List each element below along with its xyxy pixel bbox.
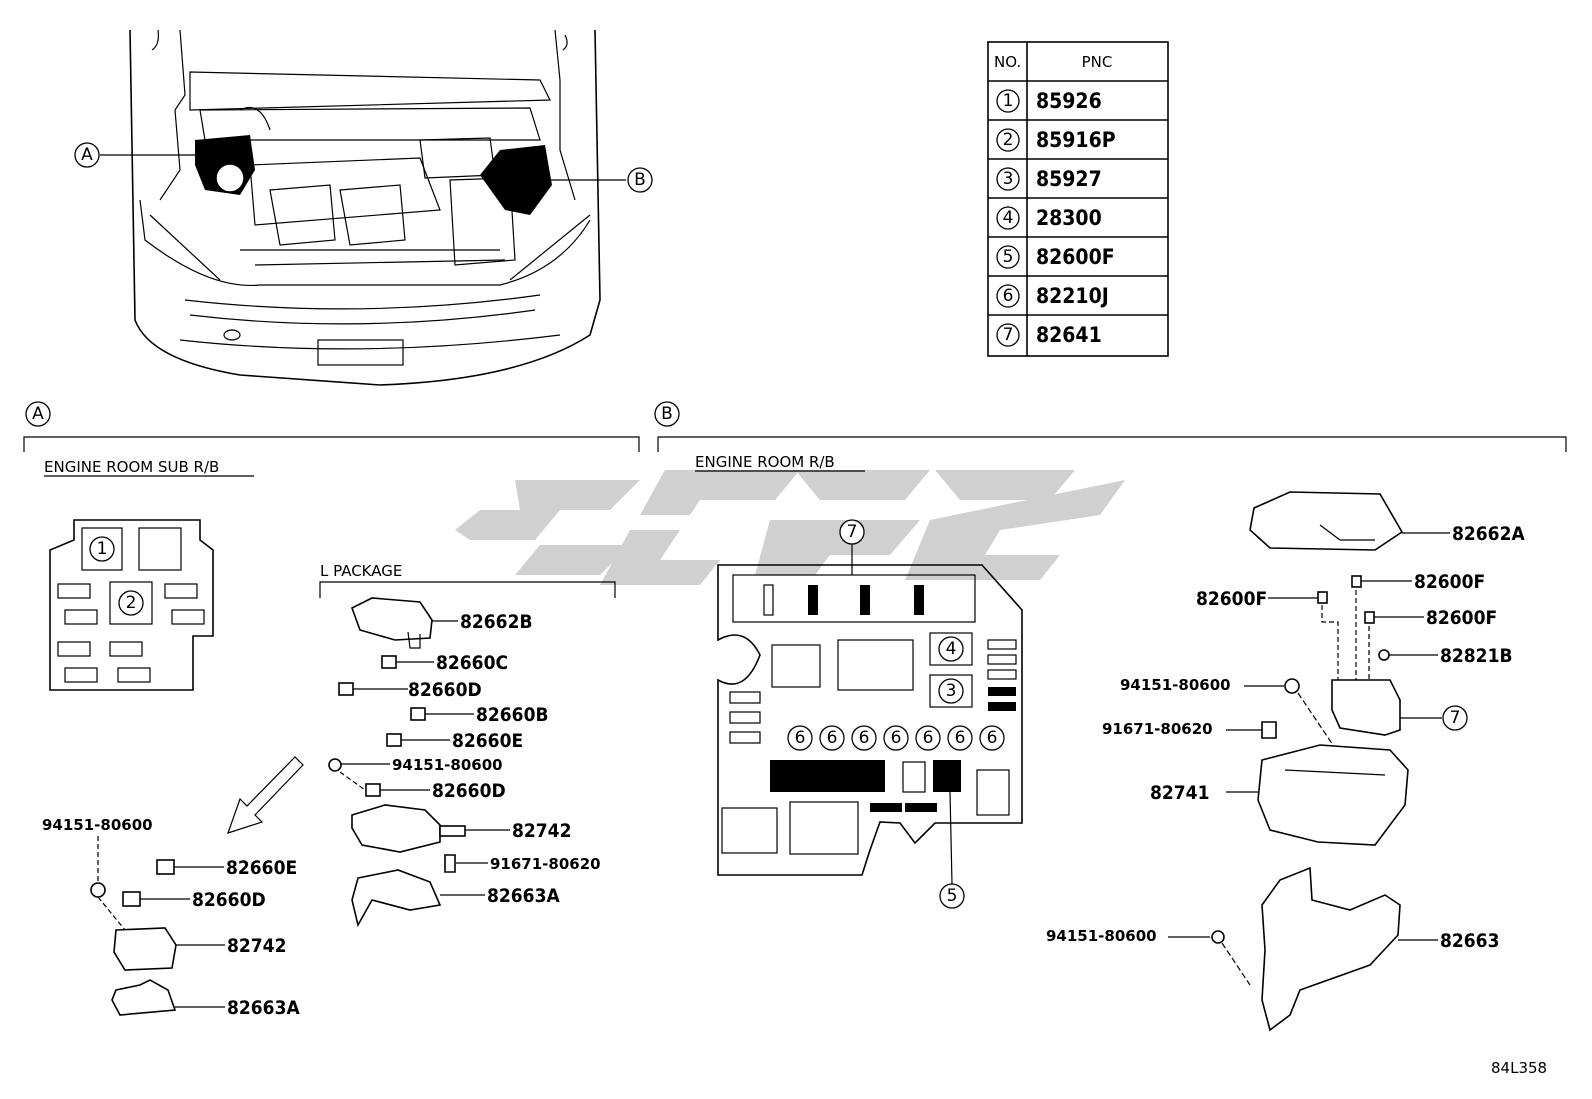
svg-text:1: 1 <box>97 539 108 559</box>
svg-text:82660E: 82660E <box>226 857 297 879</box>
svg-text:94151-80600: 94151-80600 <box>392 756 503 774</box>
svg-text:6: 6 <box>987 728 998 748</box>
svg-text:94151-80600: 94151-80600 <box>42 816 153 834</box>
vehicle-engine-bay-illustration <box>129 29 601 386</box>
table-header-pnc: PNC <box>1082 53 1113 71</box>
table-header-no: NO. <box>994 53 1021 71</box>
svg-text:3: 3 <box>946 681 957 701</box>
svg-text:82662B: 82662B <box>460 611 533 633</box>
engine-room-sub-rb-layout: 1 2 <box>49 519 214 691</box>
section-b-marker: B <box>661 404 673 424</box>
section-b: B ENGINE ROOM R/B <box>654 401 1567 1032</box>
engine-room-rb-layout: 6 6 6 6 6 6 6 4 3 7 5 <box>717 519 1023 909</box>
standard-parts-a: 94151-80600 82660E 82660D 82742 82663A <box>42 816 300 1019</box>
svg-text:6: 6 <box>891 728 902 748</box>
table-row: 85926 <box>1036 89 1102 113</box>
svg-text:2: 2 <box>1003 130 1014 150</box>
section-a-title: ENGINE ROOM SUB R/B <box>44 458 219 476</box>
figure-code: 84L358 <box>1491 1059 1547 1077</box>
table-row: 85916P <box>1036 128 1116 152</box>
callout-b-overview: B <box>530 167 653 193</box>
callout-a-overview: A <box>74 142 210 168</box>
direction-arrow-icon <box>227 756 304 834</box>
svg-text:82742: 82742 <box>512 820 571 842</box>
svg-text:82663: 82663 <box>1440 930 1499 952</box>
watermark-logo <box>455 470 1125 585</box>
svg-text:82660D: 82660D <box>432 780 506 802</box>
svg-text:82600F: 82600F <box>1196 588 1267 610</box>
svg-text:82663A: 82663A <box>487 885 560 907</box>
section-a: A ENGINE ROOM SUB R/B 1 2 L PACKAGE <box>23 401 640 1019</box>
svg-text:82662A: 82662A <box>1452 523 1525 545</box>
svg-text:82660E: 82660E <box>452 730 523 752</box>
svg-text:B: B <box>634 170 646 190</box>
svg-text:5: 5 <box>1003 247 1014 267</box>
svg-text:6: 6 <box>827 728 838 748</box>
svg-text:82660D: 82660D <box>192 889 266 911</box>
svg-text:7: 7 <box>1450 708 1461 728</box>
svg-text:7: 7 <box>847 522 858 542</box>
svg-text:94151-80600: 94151-80600 <box>1120 676 1231 694</box>
svg-text:82660C: 82660C <box>436 652 508 674</box>
svg-text:6: 6 <box>923 728 934 748</box>
table-row: 28300 <box>1036 206 1102 230</box>
svg-text:82660D: 82660D <box>408 679 482 701</box>
fuse-slot-row: 6 6 6 6 6 6 6 <box>787 725 1005 751</box>
svg-text:4: 4 <box>1003 208 1014 228</box>
rb-exploded-parts: 82662A 82600F 82600F 82600F 82821B 94151… <box>1046 491 1525 1032</box>
svg-text:1: 1 <box>1003 91 1014 111</box>
svg-text:3: 3 <box>1003 169 1014 189</box>
svg-text:82600F: 82600F <box>1414 571 1485 593</box>
svg-text:5: 5 <box>947 886 958 906</box>
svg-text:94151-80600: 94151-80600 <box>1046 927 1157 945</box>
svg-text:82821B: 82821B <box>1440 645 1513 667</box>
svg-text:2: 2 <box>126 593 137 613</box>
table-row: 85927 <box>1036 167 1102 191</box>
svg-text:91671-80620: 91671-80620 <box>1102 720 1213 738</box>
svg-text:82663A: 82663A <box>227 997 300 1019</box>
section-b-title: ENGINE ROOM R/B <box>695 453 835 471</box>
svg-text:6: 6 <box>795 728 806 748</box>
table-row: 82600F <box>1036 245 1115 269</box>
svg-text:7: 7 <box>1003 325 1014 345</box>
svg-text:82660B: 82660B <box>476 704 549 726</box>
section-a-marker: A <box>32 404 44 424</box>
svg-text:6: 6 <box>859 728 870 748</box>
svg-text:4: 4 <box>946 639 957 659</box>
pnc-table: NO. PNC 1 85926 2 85916P 3 85927 4 28300… <box>987 41 1169 357</box>
l-package-label: L PACKAGE <box>320 562 402 580</box>
table-row: 82641 <box>1036 323 1102 347</box>
svg-text:82600F: 82600F <box>1426 607 1497 629</box>
svg-text:A: A <box>81 145 93 165</box>
l-package-parts: 82662B 82660C 82660D 82660B 82660E 94151… <box>328 597 601 928</box>
svg-text:6: 6 <box>1003 286 1014 306</box>
svg-text:6: 6 <box>955 728 966 748</box>
svg-text:91671-80620: 91671-80620 <box>490 855 601 873</box>
svg-text:82741: 82741 <box>1150 782 1209 804</box>
table-row: 82210J <box>1036 284 1109 308</box>
svg-text:82742: 82742 <box>227 935 286 957</box>
